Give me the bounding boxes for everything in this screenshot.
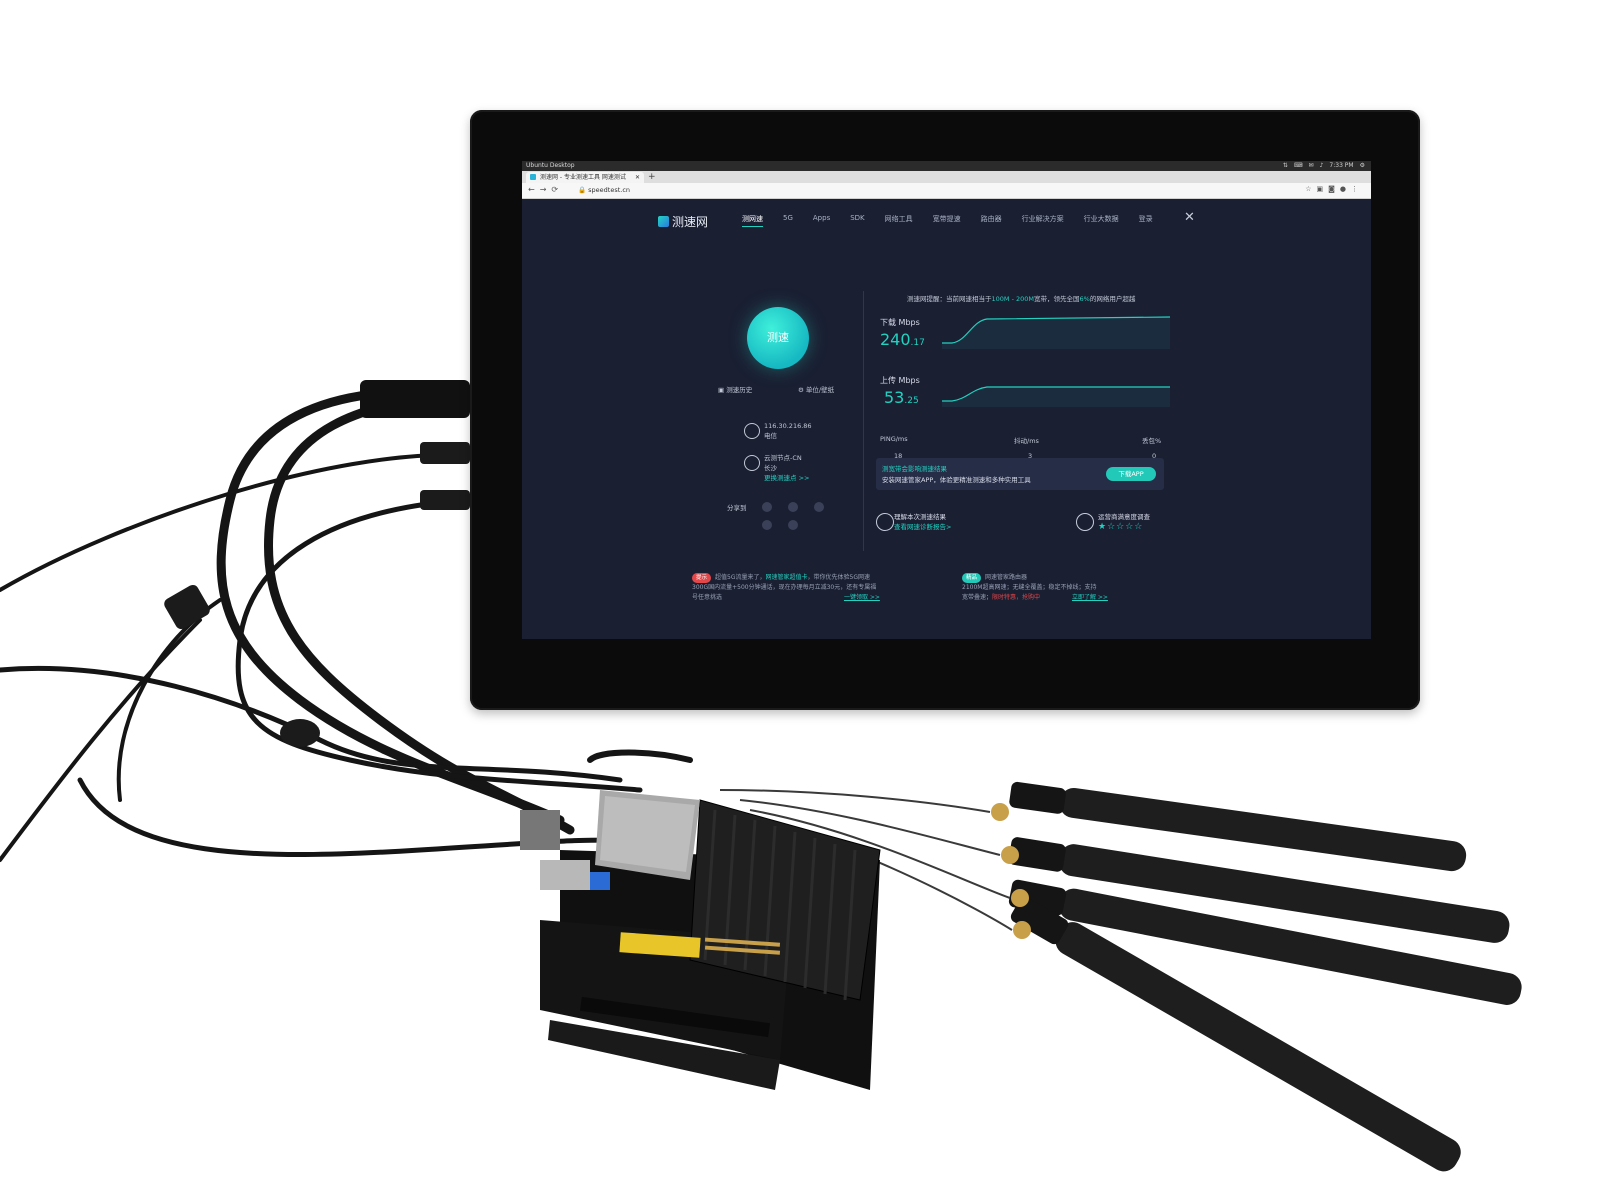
node-icon	[744, 455, 760, 471]
close-icon[interactable]: ✕	[634, 174, 640, 181]
weibo-icon[interactable]	[788, 502, 798, 512]
promo-banner: 测宽带会影响测速结果 安装网速管家APP，体验更精准测速和多种实用工具 下载AP…	[876, 458, 1164, 490]
nav-item[interactable]: 宽带提速	[932, 215, 961, 223]
ubuntu-top-bar: Ubuntu Desktop ⇅ ⌨ ✉ ♪ 7:33 PM ⚙	[522, 161, 1371, 171]
nav-item[interactable]: 测网速	[742, 214, 763, 227]
url-field[interactable]: 🔒 speedtest.cn	[578, 186, 631, 194]
download-graph	[942, 316, 1171, 349]
history-link[interactable]: ▣ 测速历史	[718, 386, 753, 394]
cables	[0, 387, 693, 862]
unit-link[interactable]: ⚙ 单位/壁纸	[798, 386, 835, 394]
download-value: 240.17	[880, 330, 925, 349]
nav-item[interactable]: SDK	[850, 214, 865, 222]
link-icon[interactable]	[788, 520, 798, 530]
download-label: 下载 Mbps	[880, 318, 920, 327]
survey-title: 运营商满意度调查	[1098, 513, 1150, 521]
analysis-block: 理解本次测速结果 查看网速诊断报告>	[894, 512, 951, 532]
analysis-link[interactable]: 查看网速诊断报告>	[894, 523, 952, 531]
new-tab-button[interactable]: +	[648, 172, 656, 182]
desktop-title: Ubuntu Desktop	[526, 162, 575, 169]
isp-name: 电信	[764, 432, 777, 440]
nav-buttons[interactable]: ←→⟳	[528, 185, 564, 194]
ping-label: PING/ms	[880, 435, 908, 443]
favicon-icon	[530, 174, 536, 180]
url-text: speedtest.cn	[588, 186, 631, 194]
featured-tag: 精品	[962, 573, 982, 583]
browser-tab-bar: 测速网 - 专业测速工具 网速测试 ✕ +	[522, 171, 1371, 183]
clock[interactable]: 7:33 PM	[1329, 162, 1354, 169]
download-app-button[interactable]: 下载APP	[1106, 467, 1156, 481]
screen: Ubuntu Desktop ⇅ ⌨ ✉ ♪ 7:33 PM ⚙ 测速网 - 专…	[522, 161, 1371, 639]
analysis-title: 理解本次测速结果	[894, 513, 946, 521]
rating-stars[interactable]: ★☆☆☆☆	[1098, 522, 1144, 532]
browser-actions[interactable]: ☆▣◙●⋮	[1305, 185, 1363, 193]
keyboard-icon[interactable]: ⌨	[1293, 162, 1303, 169]
settings-icon: ⚙	[798, 386, 806, 394]
nav-item[interactable]: 行业解决方案	[1021, 215, 1064, 223]
logo-text: 测速网	[672, 215, 709, 229]
bottom-left-ad: 提示超值5G流量来了，网速管家超值卡，带你优先体验5G网速 300G国内流量+5…	[692, 573, 880, 601]
mail-icon[interactable]: ✉	[1308, 162, 1314, 169]
location-icon	[744, 423, 760, 439]
speed-notice: 测速网提醒：当前网速相当于100M - 200M宽带，领先全国6%的网络用户超越	[907, 295, 1136, 303]
change-node-link[interactable]: 更换测速点 >>	[764, 474, 810, 482]
nav-item[interactable]: Apps	[812, 214, 831, 222]
loss-label: 丢包%	[1142, 437, 1162, 445]
nav-item[interactable]: 行业大数据	[1083, 215, 1119, 223]
claim-link[interactable]: 一键领取 >>	[843, 594, 880, 601]
wechat-icon[interactable]	[762, 502, 772, 512]
site-nav: 测网速 5G Apps SDK 网络工具 宽带提速 路由器 行业解决方案 行业大…	[742, 214, 1153, 227]
close-icon[interactable]: ✕	[1184, 210, 1195, 225]
tab-title: 测速网 - 专业测速工具 网速测试	[540, 174, 626, 181]
loss-value: 0	[1152, 452, 1157, 460]
jitter-value: 3	[1028, 452, 1033, 460]
qq-icon[interactable]	[814, 502, 824, 512]
nav-item[interactable]: 路由器	[980, 215, 1002, 223]
network-icon[interactable]: ⇅	[1282, 162, 1288, 169]
antennas	[719, 781, 1522, 1172]
gear-icon[interactable]: ⚙	[1359, 162, 1365, 169]
survey-icon	[1076, 513, 1094, 531]
node-city: 长沙	[764, 464, 777, 472]
address-bar: ←→⟳ 🔒 speedtest.cn ☆▣◙●⋮	[522, 183, 1371, 199]
bottom-right-ad: 精品网速管家路由器 2100M超高网速；无缝全覆盖；稳定不掉线；支持 宽带叠速；…	[962, 573, 1108, 601]
site-logo[interactable]: 测速网	[658, 213, 708, 230]
speedtest-site: 测速网 测网速 5G Apps SDK 网络工具 宽带提速 路由器 行业解决方案…	[522, 199, 1371, 639]
report-icon	[876, 513, 894, 531]
nav-item[interactable]: 登录	[1138, 215, 1153, 223]
upload-graph	[942, 386, 1170, 407]
dev-board	[520, 790, 881, 1090]
promo-title: 测宽带会影响测速结果	[882, 465, 947, 473]
ping-value: 18	[894, 452, 903, 460]
browser-tab[interactable]: 测速网 - 专业测速工具 网速测试 ✕	[526, 172, 644, 183]
history-icon: ▣	[718, 386, 727, 394]
learn-more-link[interactable]: 立即了解 >>	[1071, 594, 1108, 601]
tip-tag: 提示	[692, 573, 712, 583]
star-icon[interactable]	[762, 520, 772, 530]
promo-text: 安装网速管家APP，体验更精准测速和多种实用工具	[882, 476, 1031, 484]
ip-info: 116.30.216.86 电信	[764, 421, 812, 441]
start-test-button[interactable]: 测速	[747, 307, 809, 369]
upload-label: 上传 Mbps	[880, 376, 920, 385]
divider	[863, 291, 864, 551]
share-label: 分享到	[727, 504, 747, 512]
system-tray: ⇅ ⌨ ✉ ♪ 7:33 PM ⚙	[1283, 161, 1365, 171]
jitter-label: 抖动/ms	[1014, 437, 1039, 445]
node-info: 云测节点-CN 长沙 更换测速点 >>	[764, 453, 809, 483]
volume-icon[interactable]: ♪	[1319, 162, 1324, 169]
upload-value: 53.25	[884, 388, 919, 407]
survey-block: 运营商满意度调查 ★☆☆☆☆	[1098, 512, 1150, 532]
ip-address: 116.30.216.86	[764, 422, 812, 430]
nav-item[interactable]: 网络工具	[884, 215, 913, 223]
node-name: 云测节点-CN	[764, 454, 802, 462]
logo-icon	[658, 216, 669, 227]
nav-item[interactable]: 5G	[783, 214, 793, 222]
monitor: Ubuntu Desktop ⇅ ⌨ ✉ ♪ 7:33 PM ⚙ 测速网 - 专…	[470, 110, 1420, 710]
